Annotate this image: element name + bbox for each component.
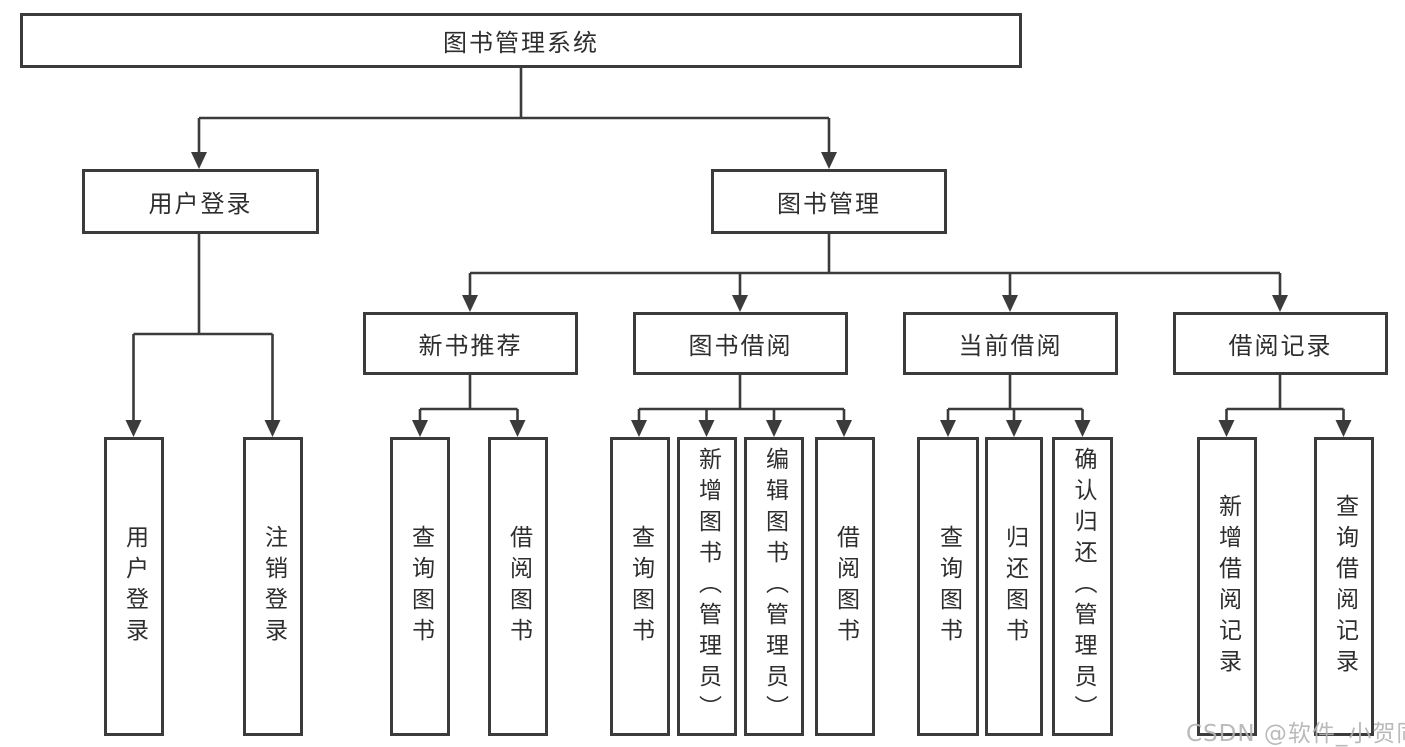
- node-user-login-label: 用户登录: [148, 190, 253, 218]
- node-book-borrowing-label: 图书借阅: [688, 332, 793, 360]
- leaf-user-login-label: 用户登录: [121, 524, 148, 649]
- node-book-borrowing: 图书借阅: [633, 312, 848, 375]
- node-new-book-recommend-label: 新书推荐: [418, 332, 523, 360]
- node-borrowing-records-label: 借阅记录: [1228, 332, 1333, 360]
- leaf-query-books-current: 查询图书: [917, 437, 979, 736]
- leaf-confirm-return-admin: 确认归还（管理员）: [1052, 437, 1113, 736]
- leaf-borrow-books-recommend: 借阅图书: [488, 437, 548, 736]
- leaf-query-books-recommend-label: 查询图书: [407, 524, 434, 649]
- leaf-borrow-books-recommend-label: 借阅图书: [505, 524, 532, 649]
- leaf-edit-books-admin-label: 编辑图书（管理员）: [761, 447, 788, 726]
- leaf-return-books-label: 归还图书: [1001, 524, 1028, 649]
- leaf-edit-books-admin: 编辑图书（管理员）: [744, 437, 804, 736]
- leaf-borrow-books: 借阅图书: [815, 437, 875, 736]
- leaf-query-books-borrowing: 查询图书: [610, 437, 670, 736]
- leaf-query-borrow-record-label: 查询借阅记录: [1331, 493, 1358, 680]
- node-current-borrowing-label: 当前借阅: [958, 332, 1063, 360]
- node-book-management: 图书管理: [711, 169, 947, 234]
- leaf-query-borrow-record: 查询借阅记录: [1314, 437, 1374, 736]
- leaf-query-books-recommend: 查询图书: [390, 437, 450, 736]
- leaf-logout: 注销登录: [243, 437, 303, 736]
- leaf-add-books-admin: 新增图书（管理员）: [677, 437, 737, 736]
- node-library-system-label: 图书管理系统: [443, 29, 599, 57]
- node-current-borrowing: 当前借阅: [903, 312, 1118, 375]
- leaf-query-books-current-label: 查询图书: [935, 524, 962, 649]
- leaf-borrow-books-label: 借阅图书: [832, 524, 859, 649]
- node-new-book-recommend: 新书推荐: [363, 312, 578, 375]
- node-borrowing-records: 借阅记录: [1173, 312, 1388, 375]
- leaf-query-books-borrowing-label: 查询图书: [627, 524, 654, 649]
- node-user-login: 用户登录: [82, 169, 319, 234]
- leaf-user-login: 用户登录: [104, 437, 164, 736]
- node-book-management-label: 图书管理: [777, 190, 881, 218]
- csdn-watermark: CSDN @软件_小贺同学: [1186, 721, 1405, 747]
- leaf-logout-label: 注销登录: [260, 524, 287, 649]
- leaf-add-borrow-record-label: 新增借阅记录: [1214, 493, 1241, 680]
- node-library-system: 图书管理系统: [20, 13, 1022, 68]
- leaf-add-borrow-record: 新增借阅记录: [1197, 437, 1257, 736]
- leaf-add-books-admin-label: 新增图书（管理员）: [694, 447, 721, 726]
- leaf-return-books: 归还图书: [985, 437, 1043, 736]
- leaf-confirm-return-admin-label: 确认归还（管理员）: [1070, 447, 1096, 726]
